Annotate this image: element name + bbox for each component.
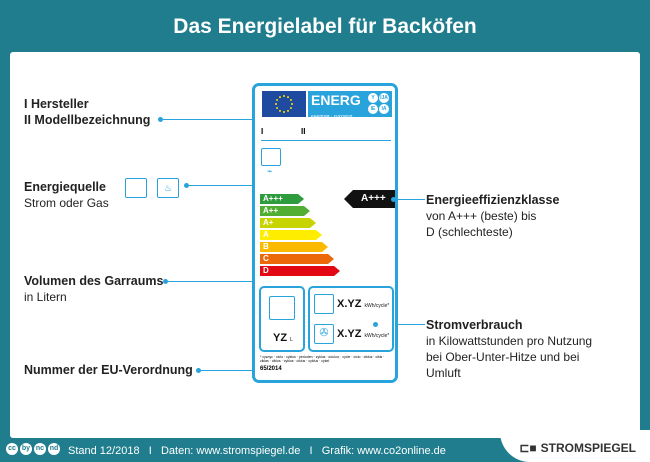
energy-class-bar: A+ [260, 218, 316, 228]
logo-area [500, 430, 650, 462]
suffix-badge: IE [368, 104, 378, 114]
connector-line [165, 281, 283, 282]
energy-class-bar: A++ [260, 206, 310, 216]
consumption-fan: X.YZ [337, 328, 362, 340]
dot [158, 117, 163, 122]
plug-icon: ⌁ [267, 166, 273, 176]
suffix-badge: Y [368, 93, 378, 103]
nd-icon: nd [48, 443, 60, 455]
oven-plug-icon [261, 148, 281, 166]
energy-class-bar: A+++ [260, 194, 304, 204]
manufacturer-field: I [261, 127, 264, 136]
dot [196, 368, 201, 373]
divider [261, 140, 391, 141]
top-bottom-heat-icon [314, 294, 334, 314]
oven-volume-icon [269, 296, 295, 320]
cc-icon: cc [6, 443, 18, 455]
dot [373, 322, 378, 327]
energy-class-bar: D [260, 266, 340, 276]
dot [163, 279, 168, 284]
connector-line [198, 370, 260, 371]
brand-name: STROMSPIEGEL [540, 441, 636, 455]
brand-logo: ⊏■STROMSPIEGEL [519, 441, 636, 455]
energy-class-bar: B [260, 242, 328, 252]
dot [184, 183, 189, 188]
cc-license-icons: cc by nc nd [6, 443, 60, 455]
dot [391, 197, 396, 202]
oven-electric-icon [125, 178, 147, 198]
footnote: * cyклус · ciclo · cyklus · perioden · z… [260, 355, 385, 363]
suffix-badge: IJA [379, 93, 389, 103]
model-field: II [301, 127, 306, 136]
regulation-label: Nummer der EU-Verordnung [24, 363, 193, 377]
consumption-box: X.YZ kWh/cycle* ✇ X.YZ kWh/cycle* [308, 286, 394, 352]
suffix-badge: IA [379, 104, 389, 114]
energy-class-bar: C [260, 254, 334, 264]
connector-line [186, 185, 266, 186]
page-title: Das Energielabel für Backöfen [173, 15, 477, 38]
footer-text: Stand 12/2018 I Daten: www.stromspiegel.… [68, 445, 446, 457]
energy-class-bar: A [260, 230, 322, 240]
oven-gas-icon: ♨ [157, 178, 179, 198]
connector-line [160, 119, 300, 120]
fan-icon: ✇ [314, 324, 334, 344]
regulation-number: 65/2014 [260, 366, 282, 372]
unit: kWh/cycle* [364, 333, 390, 339]
volume-box: YZ L [259, 286, 305, 352]
rating-arrow: A+++ [344, 190, 395, 208]
by-icon: by [20, 443, 32, 455]
plug-icon: ⊏■ [519, 441, 537, 455]
connector-line [395, 199, 425, 200]
volume-value: YZ [273, 332, 288, 344]
connector-line [375, 324, 425, 325]
consumption-conventional: X.YZ [337, 298, 362, 310]
volume-unit: L [290, 337, 293, 343]
unit: kWh/cycle* [364, 303, 390, 309]
nc-icon: nc [34, 443, 46, 455]
eu-flag-icon [262, 91, 306, 117]
